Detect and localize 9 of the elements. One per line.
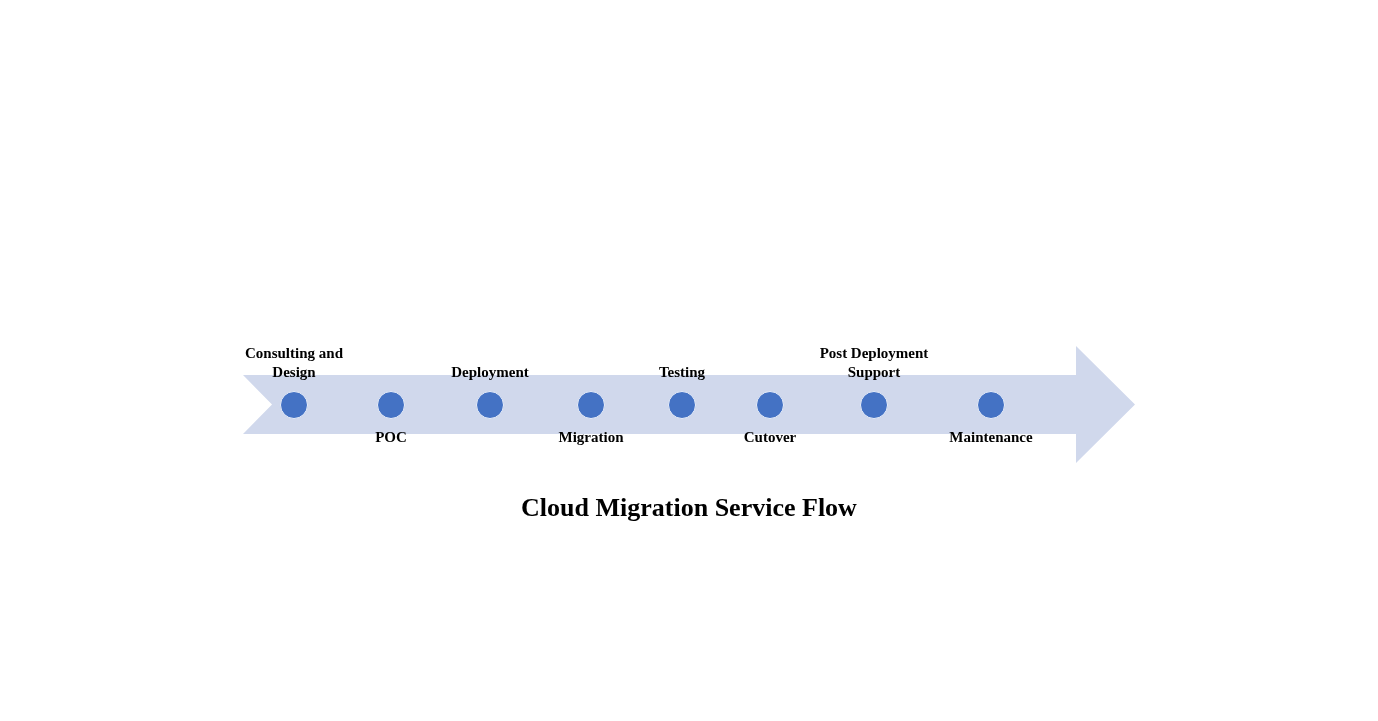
step-label: Cutover [742, 428, 798, 447]
step-label: Deployment [450, 362, 530, 381]
step-label: Consulting and Design [244, 344, 344, 381]
step-label: Post Deployment Support [818, 344, 930, 381]
step-label: Migration [557, 428, 625, 447]
step-label: Testing [657, 362, 707, 381]
diagram-caption: Cloud Migration Service Flow [520, 493, 858, 523]
step-label: POC [374, 428, 408, 447]
step-label: Maintenance [948, 428, 1034, 447]
